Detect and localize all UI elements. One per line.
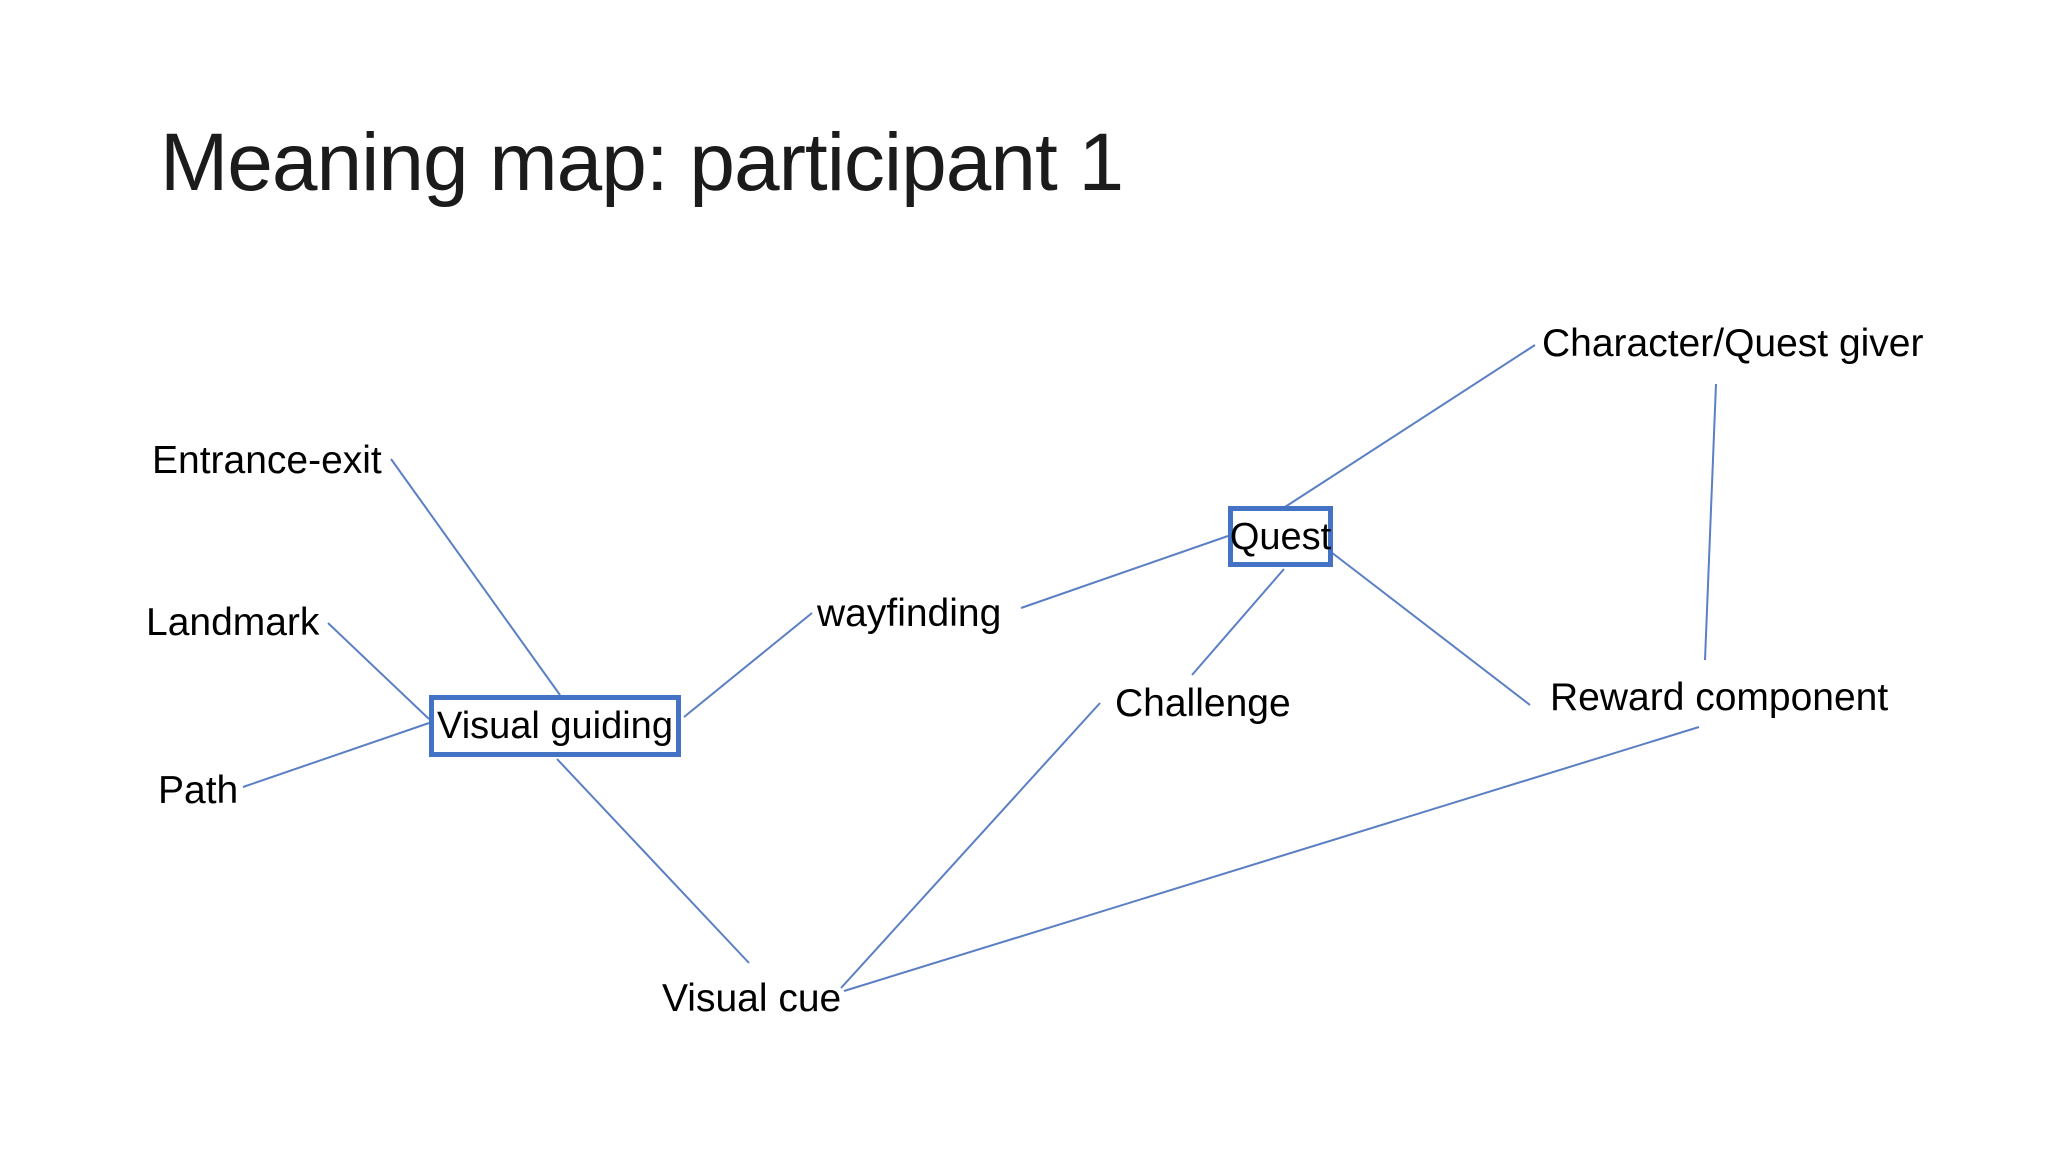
- edge-quest--challenge: [1191, 568, 1285, 676]
- edge-landmark--visual-guiding: [327, 622, 430, 720]
- node-entrance-exit-label: Entrance-exit: [152, 439, 382, 482]
- edge-character-quest-giver--reward-component: [1704, 383, 1717, 661]
- node-path-label: Path: [158, 769, 239, 812]
- edge-visual-guiding--visual-cue: [556, 758, 750, 964]
- node-landmark-label: Landmark: [146, 601, 320, 644]
- node-character-quest-giver-label: Character/Quest giver: [1542, 322, 1924, 365]
- edge-visual-guiding--wayfinding: [683, 612, 813, 718]
- node-challenge-label: Challenge: [1115, 682, 1291, 725]
- edge-wayfinding--quest: [1020, 535, 1229, 609]
- edge-visual-cue--challenge: [840, 702, 1101, 989]
- node-visual-cue-label: Visual cue: [662, 977, 842, 1020]
- node-visual-guiding-box: Visual guiding: [429, 695, 681, 757]
- node-quest-box: Quest: [1228, 506, 1333, 567]
- edge-quest--reward-component: [1330, 551, 1531, 706]
- edge-path--visual-guiding: [242, 722, 430, 788]
- edge-quest--character-quest-giver: [1284, 344, 1536, 508]
- edge-entrance-exit--visual-guiding: [390, 458, 561, 696]
- node-wayfinding-label: wayfinding: [817, 592, 1002, 635]
- edge-visual-cue--reward-component: [843, 726, 1700, 992]
- node-reward-component-label: Reward component: [1550, 676, 1889, 719]
- slide-title: Meaning map: participant 1: [160, 117, 1124, 208]
